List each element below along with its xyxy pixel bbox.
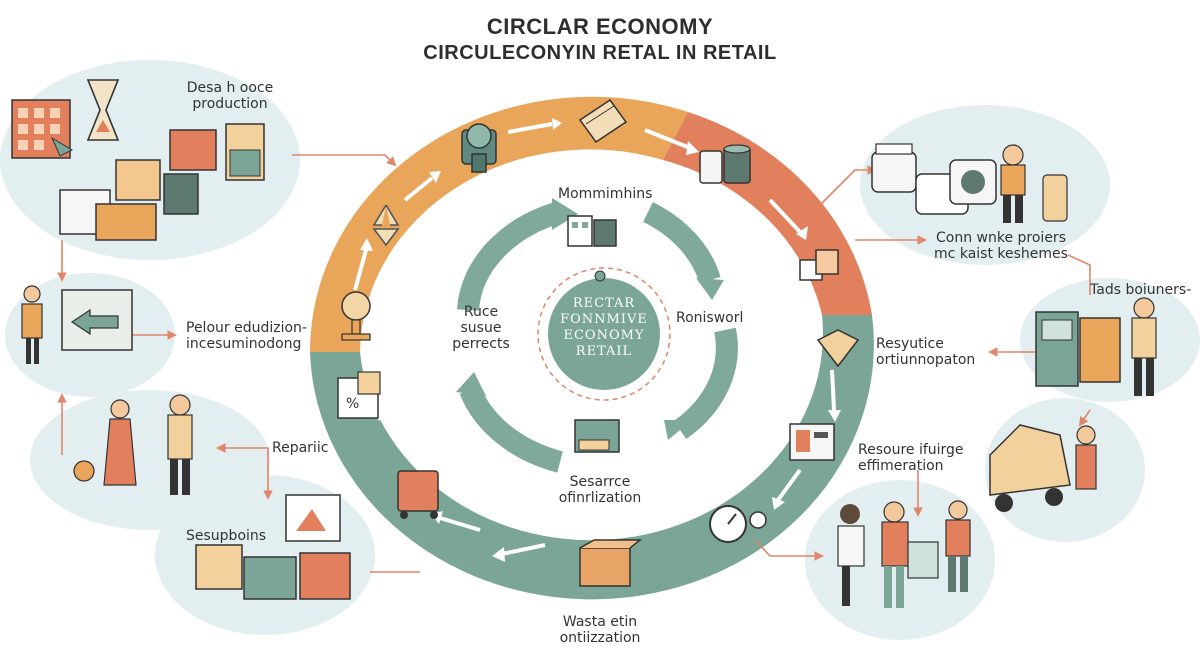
window-icon xyxy=(799,249,839,281)
person-sorting-icon xyxy=(21,285,133,364)
hub-line: FONNMIVE xyxy=(560,312,648,327)
label-resource: Resoure ifuirge effimeration xyxy=(858,442,964,474)
inner-arc-right xyxy=(673,327,738,440)
inner-arrowhead-2 xyxy=(696,278,724,300)
ring-arrow-7 xyxy=(776,468,802,502)
ring-arrow-1 xyxy=(507,122,553,134)
connector-design-ring xyxy=(292,154,397,167)
ring-arrowhead-7 xyxy=(772,497,785,510)
connector-top-right xyxy=(819,165,877,206)
hub xyxy=(537,267,671,401)
inner-label-right: Ronisworl xyxy=(676,310,744,326)
building-icon xyxy=(567,215,617,247)
ring-arrow-5 xyxy=(353,249,368,291)
cooking-pot-icon xyxy=(871,143,917,193)
envelope-icon xyxy=(816,329,860,368)
paper-icon-top xyxy=(578,98,628,144)
inner-arrowhead-4 xyxy=(456,372,486,396)
bin-icon xyxy=(397,470,439,519)
ring-arrow-2 xyxy=(644,128,691,150)
inner-arc-bottom xyxy=(459,385,563,473)
inner-label-left: Ruce susue perrects xyxy=(452,304,510,352)
ring-segment-orange xyxy=(309,96,688,352)
label-reduce: Pelour edudizion- incesuminodong xyxy=(186,320,307,352)
ring-arrowhead-2 xyxy=(686,141,699,155)
people-group-icon xyxy=(837,500,971,608)
label-design-production: Desa h ooce production xyxy=(186,80,274,112)
inner-arc-top-right xyxy=(642,202,721,284)
inner-cycle xyxy=(456,198,738,473)
hub-label: RECTAR FONNMIVE ECONOMY RETAIL xyxy=(548,296,660,360)
box-icon-top xyxy=(461,123,497,173)
ring-arrow-9 xyxy=(439,516,481,532)
svg-text:%: % xyxy=(346,396,359,412)
label-consumer: Conn wnke proiers mc kaist keshemes xyxy=(934,230,1068,262)
hub-dash-ring xyxy=(537,267,671,401)
inner-arrowhead-3 xyxy=(664,420,692,440)
recycle-icon xyxy=(372,204,400,247)
parcel-icon xyxy=(579,539,643,587)
person-shopping-icon xyxy=(1000,144,1068,223)
card-icon xyxy=(574,419,620,453)
connector-tads xyxy=(1067,254,1091,295)
hub-line: RETAIL xyxy=(575,344,633,359)
ring-arrowhead-8 xyxy=(492,547,505,562)
ring-arrowhead-6 xyxy=(828,410,841,422)
connector-repair xyxy=(216,443,273,500)
label-waste-optimization: Wasta etin ontiizzation xyxy=(559,614,641,646)
inner-arc-top-left xyxy=(457,201,564,312)
boxes-icon-top-left xyxy=(169,123,265,181)
truck-icon xyxy=(989,424,1097,512)
ring-arrowhead-3 xyxy=(796,226,808,240)
ring-icons: % xyxy=(337,98,860,587)
ring-arrow-4 xyxy=(403,176,434,202)
appliances-icon xyxy=(915,159,997,215)
inner-label-bottom: Sesarrce ofinrlization xyxy=(558,474,642,506)
ring-segment-coral xyxy=(663,112,872,315)
connectors xyxy=(57,154,1091,573)
ring-arrow-3 xyxy=(768,198,802,234)
label-recycle: Resyutice ortiunnopaton xyxy=(876,336,976,368)
hub-circle xyxy=(548,278,660,390)
ring-arrowhead-1 xyxy=(552,118,562,130)
inner-arrowhead-1 xyxy=(552,198,578,230)
hourglass-icon xyxy=(86,79,120,141)
people-repair-icon xyxy=(73,394,193,495)
connector-bottom-right xyxy=(754,539,824,561)
ring-arrowhead-4 xyxy=(429,171,441,183)
title-line-2: CIRCULECONYIN RETAL IN RETAIL xyxy=(423,42,777,64)
ring-arrow-6 xyxy=(830,369,836,411)
cans-icon xyxy=(699,144,751,184)
drawer-icon xyxy=(789,423,835,461)
boxes-icon-mid-left xyxy=(59,159,199,241)
ring-arrowhead-5 xyxy=(360,238,373,251)
lamp-icon xyxy=(341,291,371,341)
label-sell: Sesupboins xyxy=(186,528,267,544)
hub-line: RECTAR xyxy=(572,296,636,311)
title-line-1: CIRCLAR ECONOMY xyxy=(486,14,714,39)
packages-icon-bottom-left xyxy=(195,494,351,600)
coupon-icon: % xyxy=(337,371,381,419)
inner-label-top: Mommimhins xyxy=(558,186,653,202)
label-repair: Repariic xyxy=(272,440,329,456)
connector-truck xyxy=(1078,409,1091,427)
shop-counter-icon xyxy=(1035,297,1157,396)
calendar-icon xyxy=(11,99,74,159)
label-tads: Tads boiuners- xyxy=(1090,282,1192,298)
stopwatch-icon xyxy=(709,505,767,543)
hub-dot xyxy=(594,270,606,282)
hub-line: ECONOMY xyxy=(563,328,645,343)
ring-arrow-8 xyxy=(501,543,546,556)
